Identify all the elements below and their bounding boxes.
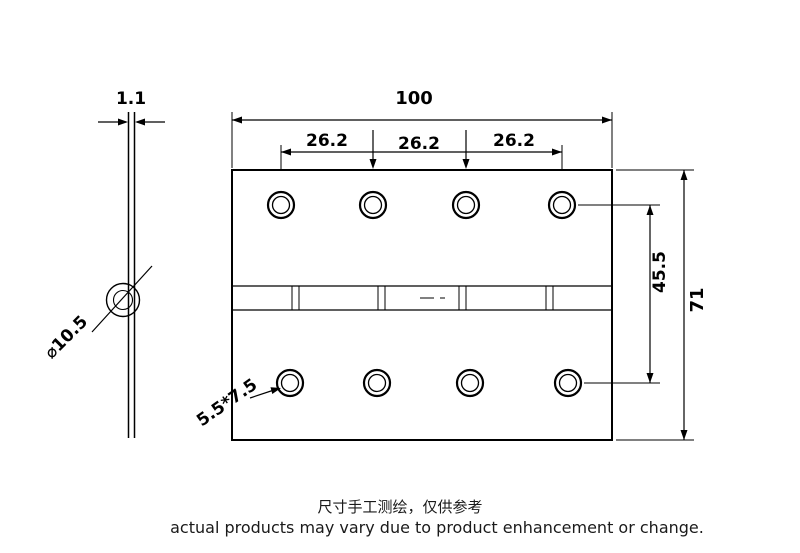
arrowhead [135, 118, 145, 126]
arrowhead [646, 373, 654, 383]
arrowhead [462, 159, 470, 169]
row-spacing-label: 45.5 [650, 251, 670, 293]
plate-outline [231, 169, 613, 441]
knuckle-outer-circle [105, 282, 141, 318]
arrowhead [281, 148, 291, 156]
height-dimension: 71 [616, 169, 708, 441]
screw-hole [455, 368, 485, 398]
arrowhead [270, 387, 281, 394]
side-view [127, 112, 136, 438]
screw-hole [358, 190, 388, 220]
hole-row-spacing-dimension: 45.5 [578, 204, 670, 384]
hole-spacing-label: 26.2 [398, 134, 440, 154]
thickness-label: 1.1 [116, 89, 146, 109]
pin-diameter-callout: ⌀10.5 [41, 265, 153, 363]
hinge-plate [231, 169, 613, 441]
screw-hole [547, 190, 577, 220]
screw-hole [362, 368, 392, 398]
arrowhead [369, 159, 377, 169]
hole-spacing-label: 26.2 [493, 131, 535, 151]
arrowhead [680, 430, 688, 440]
screw-holes-top [266, 190, 577, 220]
hole-size-label: 5.5*7.5 [193, 375, 261, 431]
hole-spacing-label: 26.2 [306, 131, 348, 151]
knuckle-band [232, 285, 612, 311]
screw-hole [451, 190, 481, 220]
arrowhead [552, 148, 562, 156]
screw-hole [553, 368, 583, 398]
footer-note-en: actual products may vary due to product … [170, 518, 704, 537]
screw-holes-bottom [275, 368, 583, 398]
hole-spacing-dimension: 26.2 26.2 26.2 [280, 130, 563, 170]
width-label: 100 [395, 88, 433, 109]
knuckle-inner-circle [112, 289, 134, 311]
screw-hole [275, 368, 305, 398]
height-label: 71 [687, 287, 708, 312]
footer-notes: 尺寸手工测绘，仅供参考 actual products may vary due… [170, 498, 704, 537]
thickness-dimension: 1.1 [98, 89, 165, 126]
hole-size-callout: 5.5*7.5 [193, 375, 281, 431]
pin-diameter-label: ⌀10.5 [41, 312, 92, 363]
width-dimension: 100 [231, 88, 613, 168]
arrowhead [646, 205, 654, 215]
footer-note-zh: 尺寸手工测绘，仅供参考 [317, 498, 482, 516]
leader-line [249, 389, 275, 399]
arrowhead [232, 116, 242, 124]
arrowhead [602, 116, 612, 124]
arrowhead [118, 118, 128, 126]
leader-line [91, 265, 153, 333]
arrowhead [680, 170, 688, 180]
screw-hole [266, 190, 296, 220]
